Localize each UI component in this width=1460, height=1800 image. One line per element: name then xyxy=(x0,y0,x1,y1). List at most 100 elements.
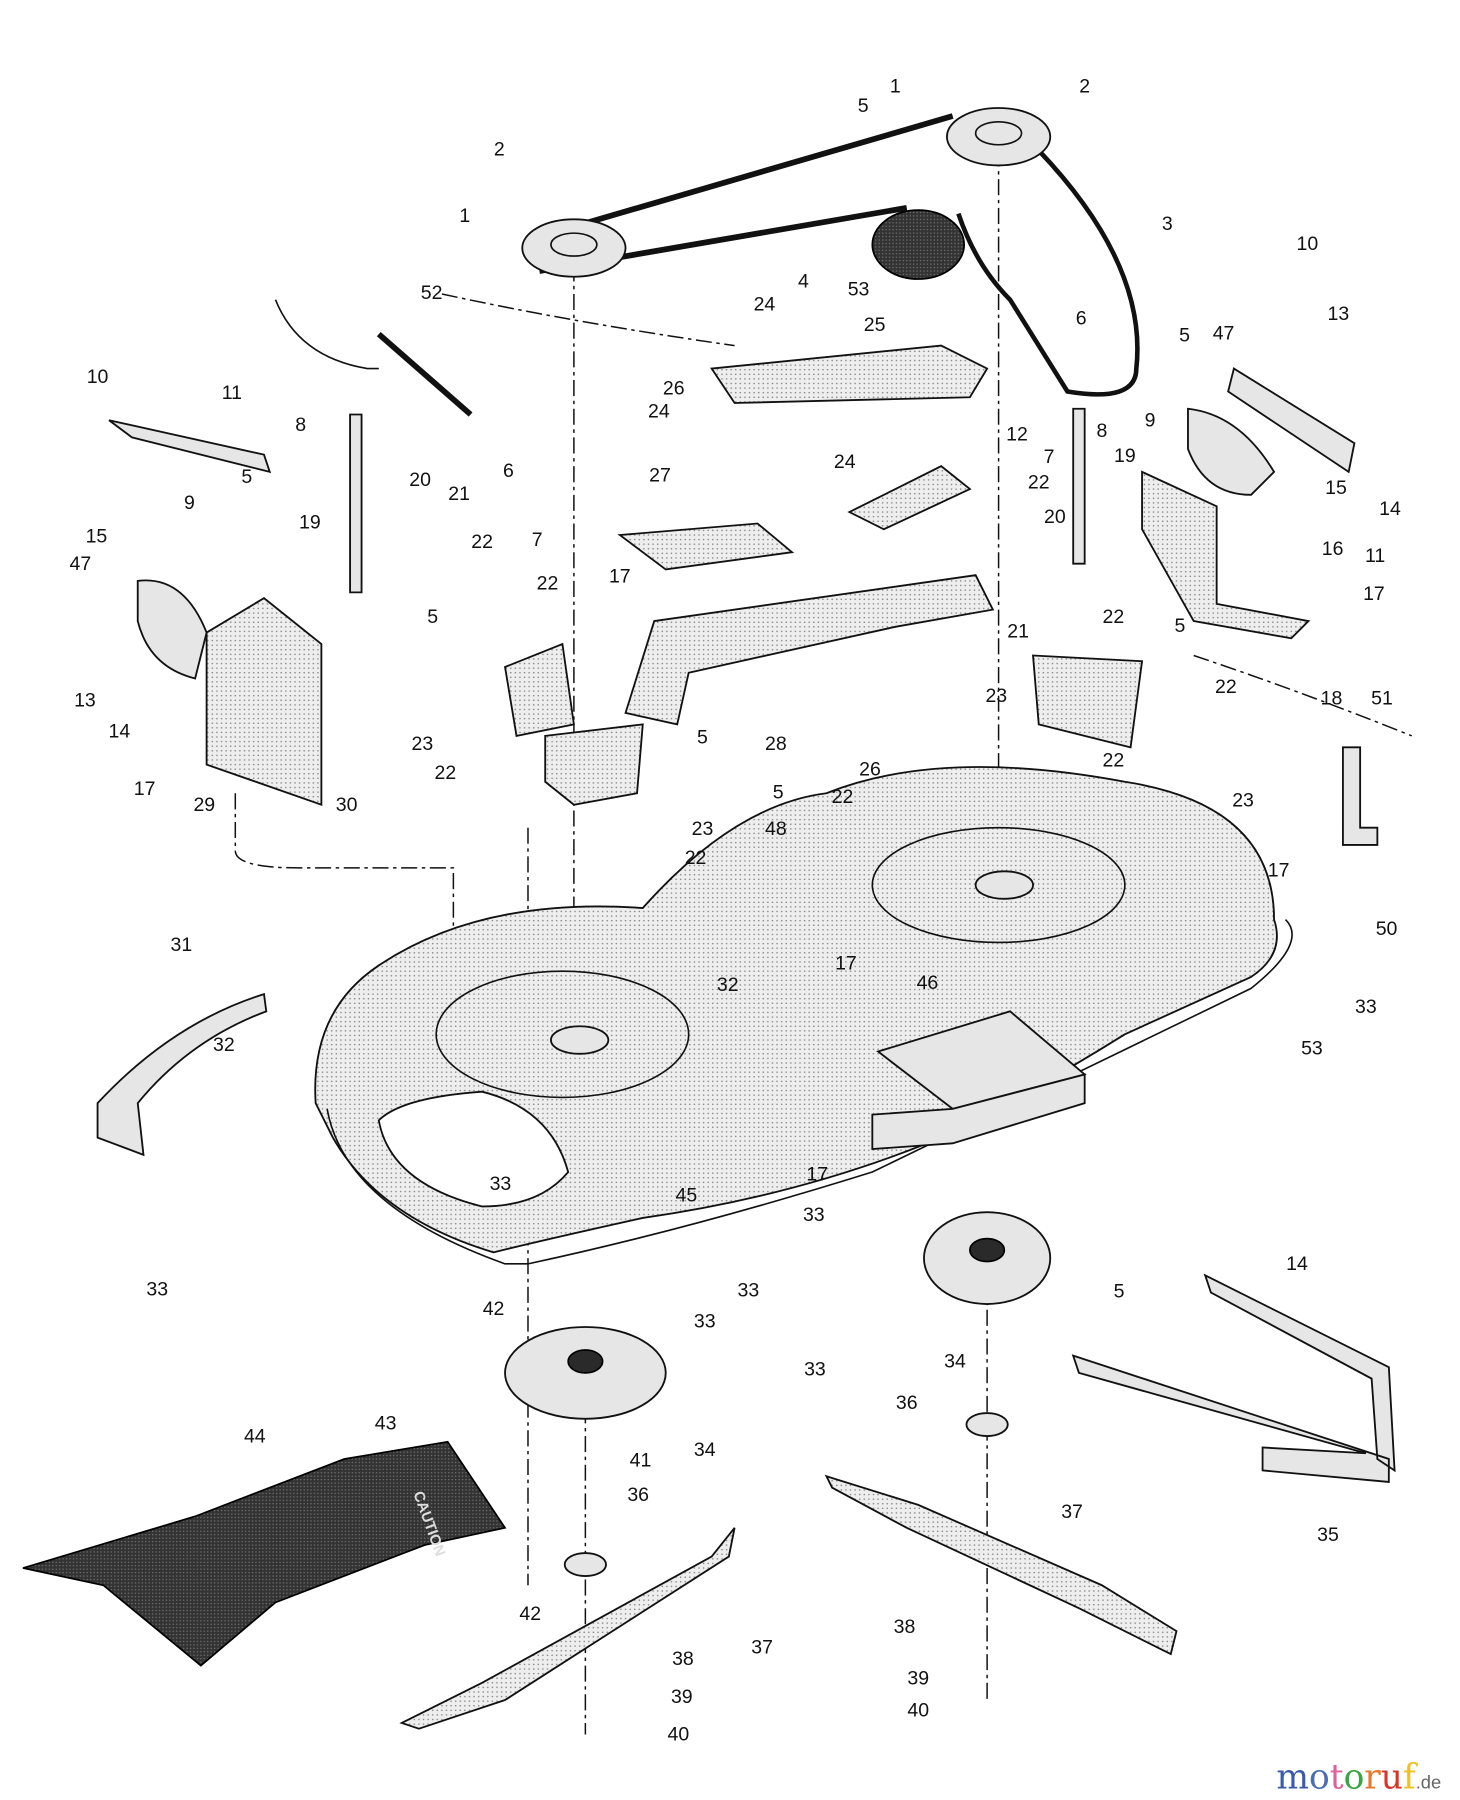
callout-33: 33 xyxy=(146,1278,168,1300)
pulleys-and-belt xyxy=(521,107,1140,397)
callout-21: 21 xyxy=(1007,621,1029,643)
callout-22: 22 xyxy=(832,786,854,808)
callout-40: 40 xyxy=(667,1724,689,1746)
callout-5: 5 xyxy=(697,726,708,748)
callout-38: 38 xyxy=(672,1648,694,1670)
callout-17: 17 xyxy=(1268,859,1290,881)
callout-6: 6 xyxy=(1076,307,1087,329)
watermark-logo: motoruf.de xyxy=(1276,1757,1441,1797)
svg-text:motoruf.de: motoruf.de xyxy=(1276,1757,1441,1797)
callout-22: 22 xyxy=(434,762,456,784)
callout-27: 27 xyxy=(649,465,671,487)
callout-37: 37 xyxy=(1061,1501,1083,1523)
callout-5: 5 xyxy=(773,781,784,803)
callout-23: 23 xyxy=(692,818,714,840)
callout-14: 14 xyxy=(1379,498,1401,520)
discharge-chute: CAUTION xyxy=(22,1440,507,1667)
blades xyxy=(399,1474,1178,1730)
callout-22: 22 xyxy=(685,847,707,869)
callout-28: 28 xyxy=(765,733,787,755)
callout-5: 5 xyxy=(858,95,869,117)
callout-39: 39 xyxy=(671,1686,693,1708)
callout-11: 11 xyxy=(222,382,242,404)
callout-47: 47 xyxy=(1213,322,1235,344)
callout-1: 1 xyxy=(459,205,470,227)
callout-10: 10 xyxy=(1296,233,1318,255)
bar-35 xyxy=(1071,1273,1396,1483)
callout-3: 3 xyxy=(1162,213,1173,235)
callout-8: 8 xyxy=(295,414,306,436)
callout-51: 51 xyxy=(1371,687,1393,709)
callout-42: 42 xyxy=(519,1603,541,1625)
brackets xyxy=(96,299,1379,1157)
callout-2: 2 xyxy=(494,139,505,161)
callout-22: 22 xyxy=(471,531,493,553)
callout-9: 9 xyxy=(1145,410,1156,432)
callout-38: 38 xyxy=(894,1616,916,1638)
callout-43: 43 xyxy=(375,1413,397,1435)
callout-50: 50 xyxy=(1376,918,1398,940)
callout-26: 26 xyxy=(663,377,685,399)
callout-19: 19 xyxy=(1114,445,1136,467)
callout-33: 33 xyxy=(804,1359,826,1381)
callout-22: 22 xyxy=(537,573,559,595)
callout-24: 24 xyxy=(754,294,776,316)
callout-1: 1 xyxy=(890,76,901,98)
callout-45: 45 xyxy=(676,1184,698,1206)
callout-5: 5 xyxy=(427,606,438,628)
callout-52: 52 xyxy=(421,282,443,304)
callout-34: 34 xyxy=(944,1351,966,1373)
callout-4: 4 xyxy=(798,271,809,293)
callout-42: 42 xyxy=(483,1298,505,1320)
callout-5: 5 xyxy=(241,466,252,488)
callout-33: 33 xyxy=(694,1311,716,1333)
callout-48: 48 xyxy=(765,818,787,840)
callout-46: 46 xyxy=(917,972,939,994)
callout-14: 14 xyxy=(109,721,131,743)
callout-32: 32 xyxy=(213,1034,235,1056)
callout-37: 37 xyxy=(751,1637,773,1659)
callout-36: 36 xyxy=(627,1484,649,1506)
callout-22: 22 xyxy=(1215,676,1237,698)
callout-labels: 1122555555553466535324242425524747101013… xyxy=(69,76,1400,1746)
callout-23: 23 xyxy=(412,733,434,755)
callout-16: 16 xyxy=(1322,538,1344,560)
callout-32: 32 xyxy=(717,974,739,996)
callout-8: 8 xyxy=(1096,420,1107,442)
callout-29: 29 xyxy=(193,794,215,816)
callout-2: 2 xyxy=(1079,76,1090,98)
callout-5: 5 xyxy=(1179,325,1190,347)
callout-22: 22 xyxy=(1103,606,1125,628)
callout-18: 18 xyxy=(1321,687,1343,709)
callout-12: 12 xyxy=(1006,423,1028,445)
callout-6: 6 xyxy=(503,460,514,482)
callout-17: 17 xyxy=(134,778,156,800)
callout-25: 25 xyxy=(864,314,886,336)
callout-40: 40 xyxy=(907,1700,929,1722)
callout-44: 44 xyxy=(244,1425,266,1447)
callout-17: 17 xyxy=(1363,583,1385,605)
callout-26: 26 xyxy=(859,758,881,780)
callout-20: 20 xyxy=(1044,506,1066,528)
callout-17: 17 xyxy=(609,566,631,588)
callout-22: 22 xyxy=(1028,472,1050,494)
callout-17: 17 xyxy=(835,952,857,974)
callout-31: 31 xyxy=(171,934,193,956)
callout-24: 24 xyxy=(648,400,670,422)
callout-14: 14 xyxy=(1286,1253,1308,1275)
callout-41: 41 xyxy=(630,1449,652,1471)
callout-53: 53 xyxy=(1301,1037,1323,1059)
callout-19: 19 xyxy=(299,512,321,534)
callout-22: 22 xyxy=(1103,749,1125,771)
callout-33: 33 xyxy=(738,1280,760,1302)
callout-47: 47 xyxy=(69,553,91,575)
callout-23: 23 xyxy=(1232,789,1254,811)
callout-30: 30 xyxy=(336,794,358,816)
callout-13: 13 xyxy=(1327,303,1349,325)
watermark-suffix: .de xyxy=(1416,1771,1442,1792)
callout-15: 15 xyxy=(1325,477,1347,499)
callout-33: 33 xyxy=(803,1204,825,1226)
spindles xyxy=(504,1211,1052,1577)
